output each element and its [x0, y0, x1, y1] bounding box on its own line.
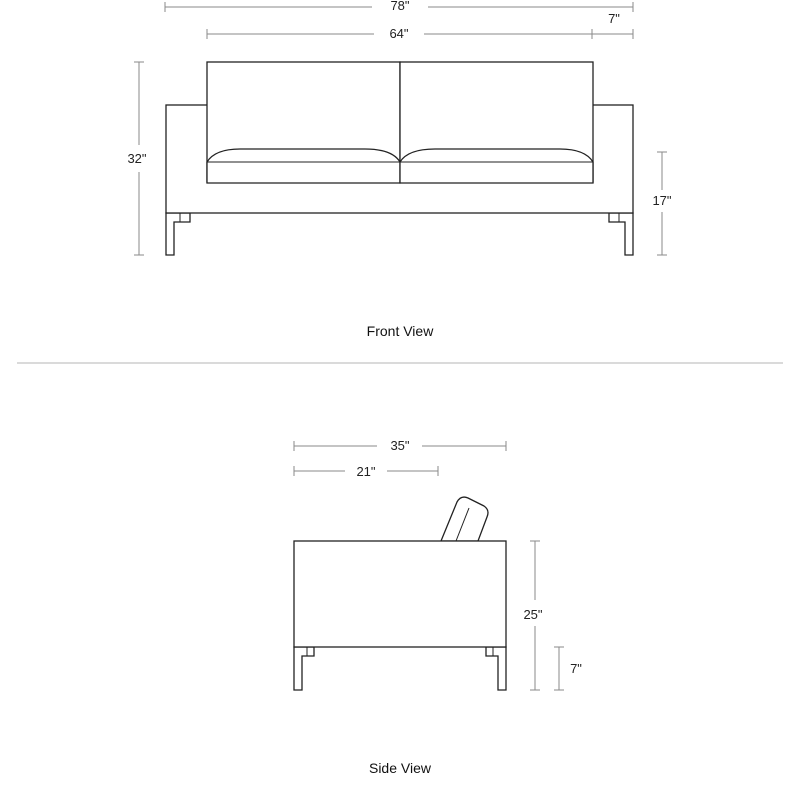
front-view: 78" 64" 7" 32" [127, 0, 671, 339]
front-right-leg [608, 212, 634, 256]
side-seat-depth-dimension: 21" [293, 464, 439, 479]
front-arm-width-dimension: 7" [592, 11, 634, 39]
side-back-leg [485, 646, 507, 691]
side-back-cushion [440, 496, 489, 542]
side-arm-body [293, 540, 507, 648]
side-overall-depth-label: 35" [390, 438, 409, 453]
front-overall-height-label: 32" [127, 151, 146, 166]
sofa-side-drawing [293, 496, 507, 691]
front-overall-height-dimension: 32" [127, 61, 147, 256]
side-seat-depth-label: 21" [356, 464, 375, 479]
front-view-title: Front View [367, 323, 435, 339]
front-arm-width-label: 7" [608, 11, 620, 26]
side-leg-height-label: 7" [570, 661, 582, 676]
front-left-leg [165, 212, 191, 256]
side-view-title: Side View [369, 760, 432, 776]
side-leg-height-dimension: 7" [554, 646, 582, 691]
front-seat-cushion-left [206, 148, 401, 184]
front-back-width-dimension: 64" [206, 26, 593, 41]
side-front-leg [293, 646, 315, 691]
front-overall-width-dimension: 78" [164, 0, 634, 13]
front-seat-cushion-right [399, 148, 594, 184]
front-back-width-label: 64" [389, 26, 408, 41]
sofa-front-drawing [165, 61, 634, 256]
front-seat-height-label: 17" [652, 193, 671, 208]
front-overall-width-label: 78" [390, 0, 409, 13]
side-overall-depth-dimension: 35" [293, 438, 507, 453]
side-arm-height-dimension: 25" [523, 540, 543, 691]
side-view: 35" 21" 25" 7" [293, 438, 582, 776]
side-arm-height-label: 25" [523, 607, 542, 622]
front-seat-height-dimension: 17" [652, 151, 672, 256]
